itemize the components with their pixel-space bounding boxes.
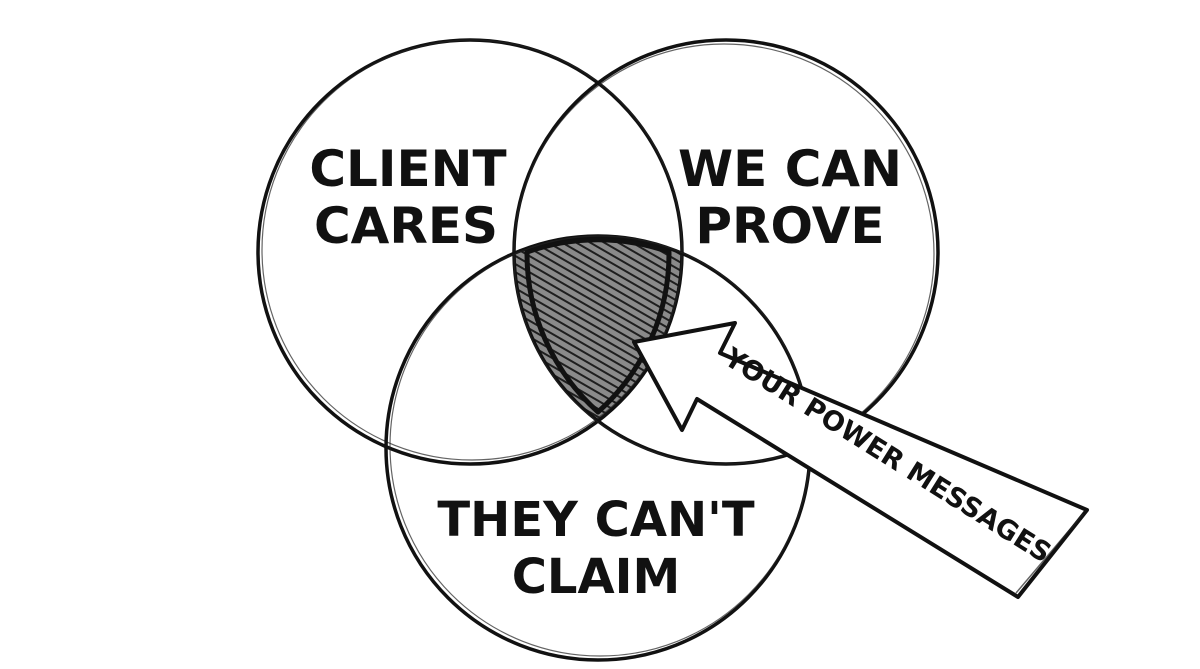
label-client-cares-line1: CLIENT (309, 140, 506, 198)
arrow-label: YOUR POWER MESSAGES (718, 342, 1056, 570)
label-we-can-prove-line1: WE CAN (678, 140, 902, 198)
label-client-cares-line2: CARES (314, 197, 498, 255)
power-messages-arrow: YOUR POWER MESSAGES (632, 321, 1089, 599)
label-we-can-prove-line2: PROVE (695, 197, 884, 255)
label-they-cant-claim-line2: CLAIM (512, 549, 681, 605)
label-they-cant-claim-line1: THEY CAN'T (437, 492, 754, 548)
